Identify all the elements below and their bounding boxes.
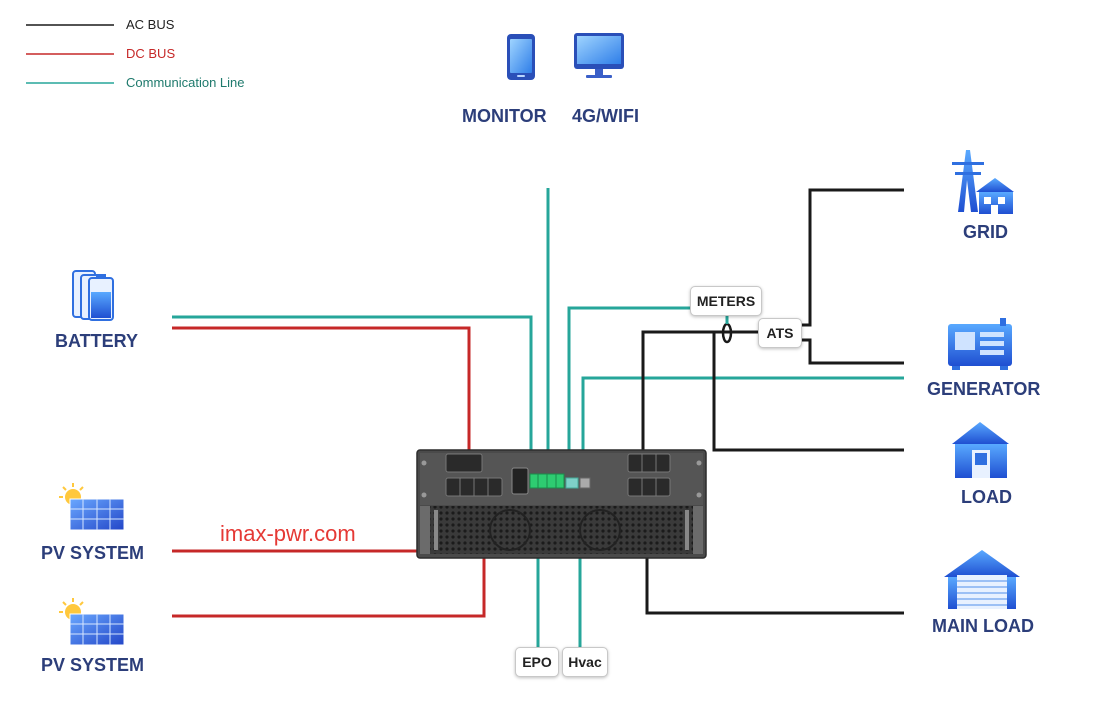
- communication-lines: [172, 188, 904, 650]
- generator-icon: [948, 318, 1012, 370]
- grid-pylon-icon: [952, 150, 1014, 214]
- load-house-icon: [952, 422, 1009, 478]
- legend-comm-label: Communication Line: [126, 75, 245, 90]
- load-label: LOAD: [961, 487, 1012, 507]
- pv-system-label-2: PV SYSTEM: [41, 655, 145, 675]
- grid-label: GRID: [963, 222, 1008, 242]
- watermark-text: imax-pwr.com: [220, 521, 356, 546]
- epo-tag: EPO: [515, 647, 559, 677]
- generator-label: GENERATOR: [927, 379, 1041, 399]
- solar-panel-icon: [59, 483, 125, 531]
- meters-tag: METERS: [690, 286, 762, 316]
- battery-label: BATTERY: [55, 331, 138, 351]
- inverter-unit: [416, 449, 707, 559]
- wifi-label: 4G/WIFI: [572, 106, 639, 126]
- legend: [26, 24, 114, 84]
- legend-dc-label: DC BUS: [126, 46, 176, 61]
- solar-panel-icon: [59, 598, 125, 646]
- main-load-label: MAIN LOAD: [932, 616, 1034, 636]
- monitor-label: MONITOR: [462, 106, 547, 126]
- ats-tag: ATS: [758, 318, 802, 348]
- legend-ac-label: AC BUS: [126, 17, 175, 32]
- pv-system-label-1: PV SYSTEM: [41, 543, 145, 563]
- desktop-icon: [574, 33, 624, 78]
- main-load-garage-icon: [944, 550, 1020, 609]
- phone-icon: [507, 34, 535, 80]
- battery-icon: [72, 270, 114, 321]
- hvac-tag: Hvac: [562, 647, 608, 677]
